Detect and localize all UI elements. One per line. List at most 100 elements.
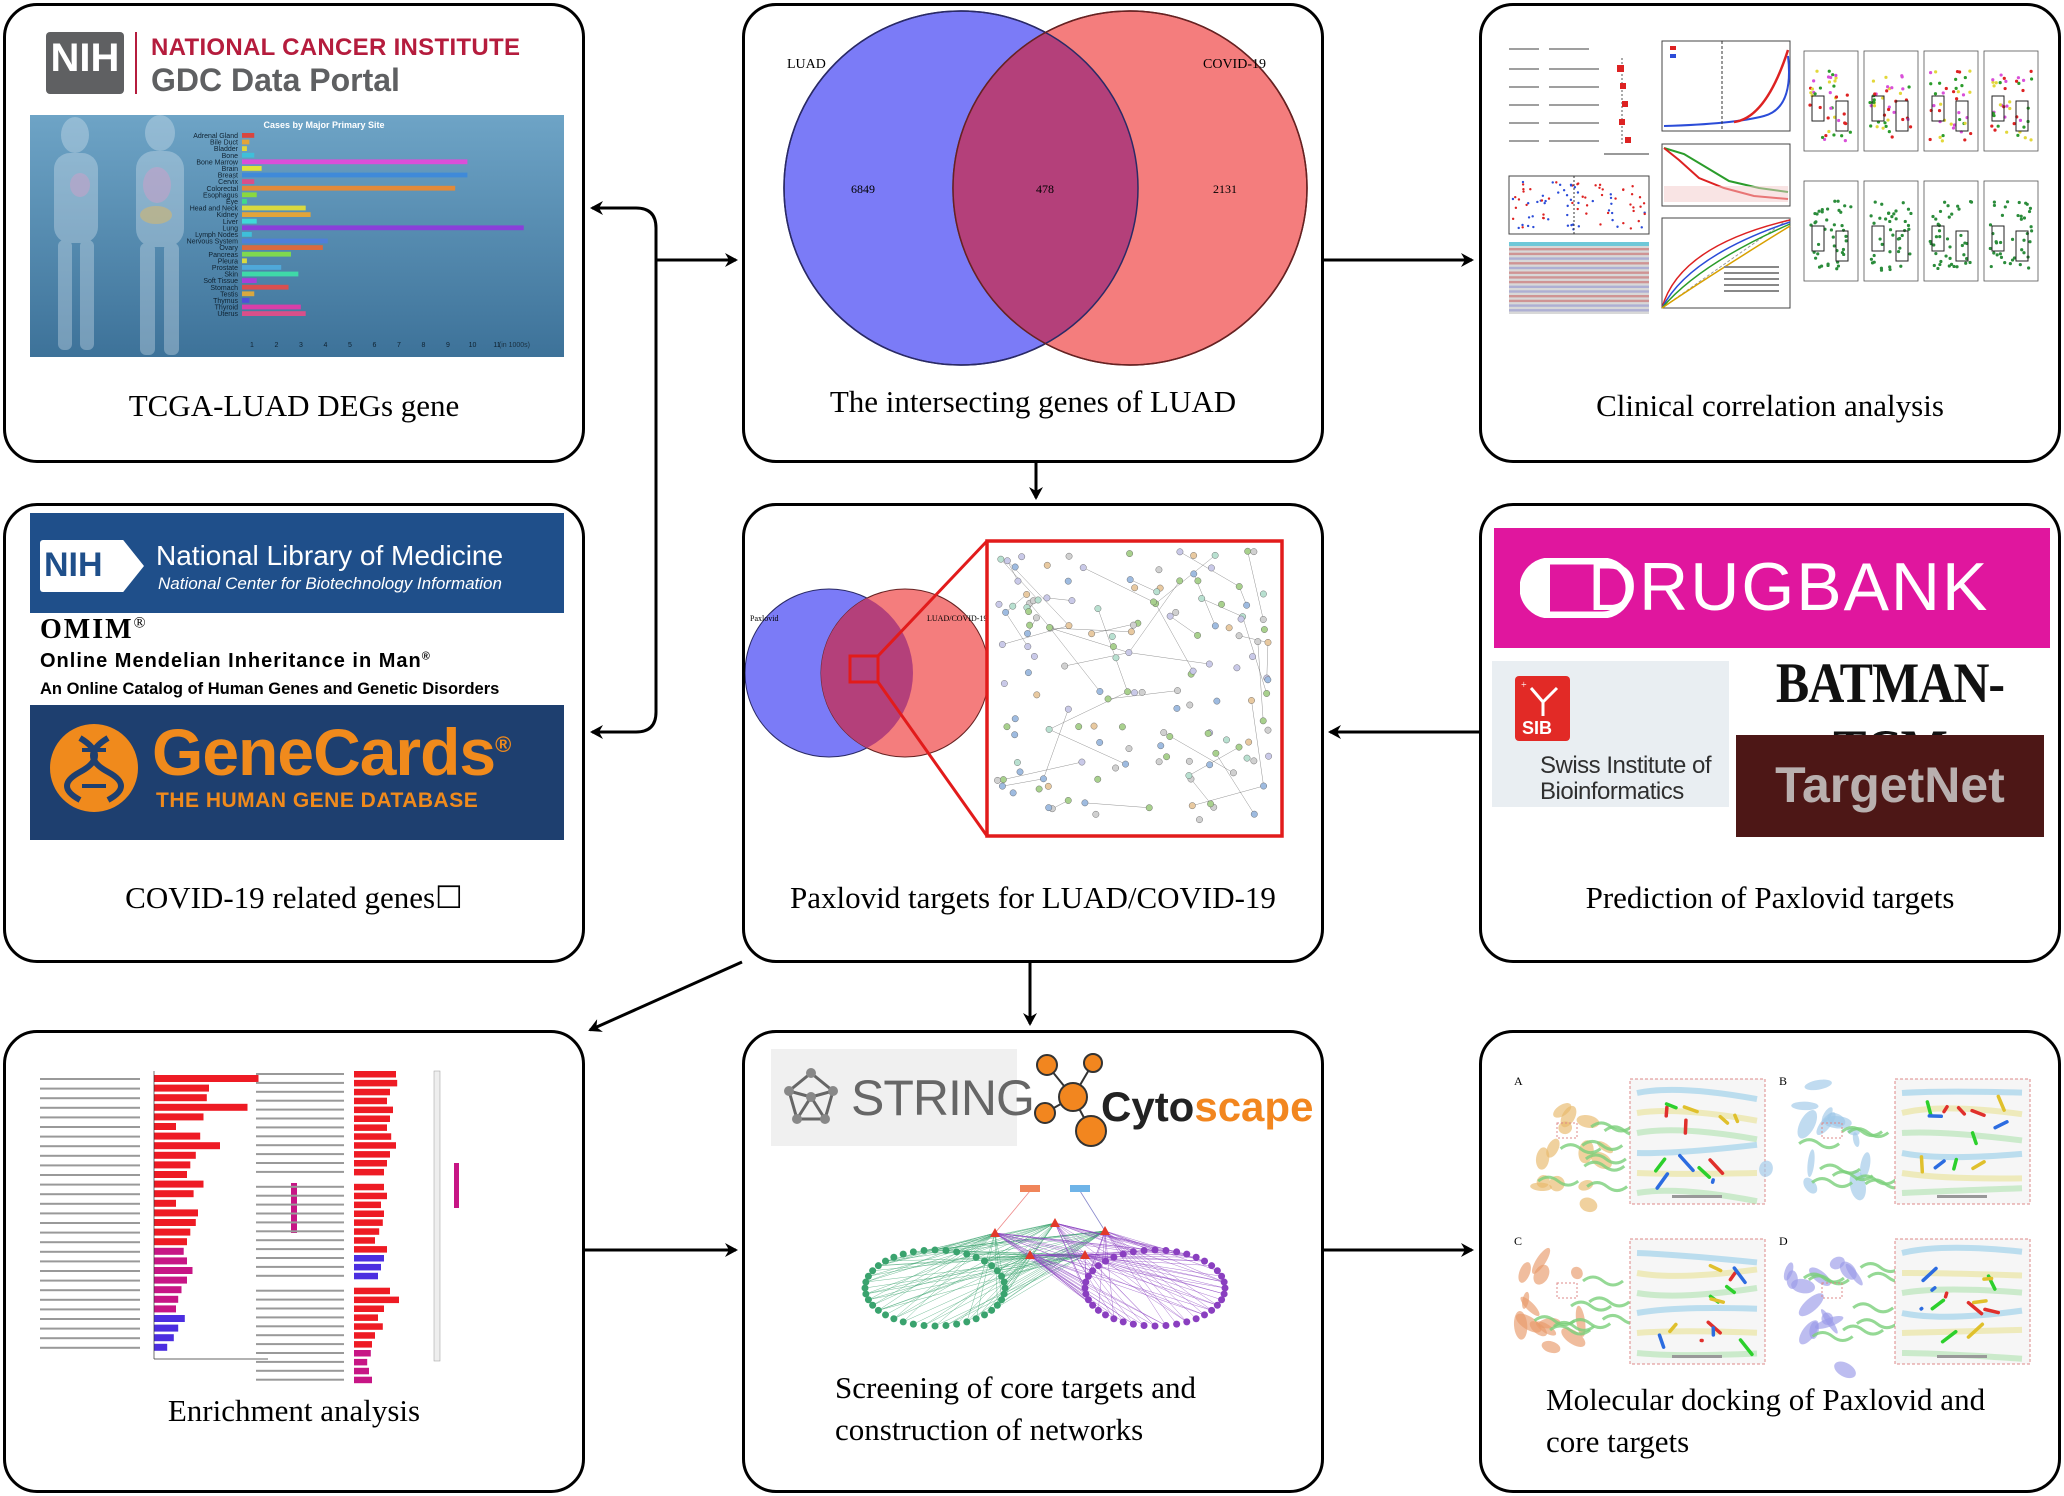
protein-helix [1783, 1262, 1794, 1281]
zoom-ribbon [1901, 1269, 2023, 1279]
boxplot-point [1950, 212, 1954, 216]
paxlovid-venn-label-left: Paxlovid [750, 614, 778, 623]
enrich-term-label [256, 1185, 344, 1188]
heatmap-row [1509, 309, 1649, 312]
enrich-bar [154, 1343, 168, 1351]
enrich-term-label [40, 1289, 140, 1292]
gdc-site-label: Thyroid [215, 305, 238, 312]
scatter-point [1511, 197, 1515, 201]
ppi-node [1061, 662, 1069, 670]
boxplot-point [1837, 208, 1841, 212]
boxplot-point [1999, 73, 2003, 77]
enrich-bar [154, 1103, 248, 1111]
protein-strand [1588, 1296, 1631, 1308]
enrich-term-label [256, 1073, 344, 1075]
boxplot-point [1908, 252, 1912, 256]
ligand-bond [1657, 1333, 1666, 1349]
gdc-site-bar [242, 311, 306, 316]
ppi-node [1035, 785, 1043, 793]
boxplot-point [1872, 104, 1877, 108]
enrich-bar [354, 1192, 387, 1200]
ppi-edge [1239, 635, 1269, 643]
enrich-term-label [256, 1360, 344, 1363]
paxlovid-venn-label-right: LUAD/COVID-19 [927, 614, 987, 623]
gdc-site-bar [242, 265, 282, 270]
ppi-node [1014, 759, 1021, 766]
ppi-node [1248, 697, 1255, 704]
enrich-bar [154, 1190, 194, 1198]
enrich-term-label [256, 1117, 344, 1120]
boxplot-point [1990, 124, 1994, 128]
ppi-node [1138, 689, 1146, 696]
genecards-subtitle: THE HUMAN GENE DATABASE [156, 789, 479, 812]
scatter-point [1526, 202, 1530, 205]
core-edge [878, 1254, 1086, 1311]
gdc-site-label: Stomach [210, 285, 238, 292]
ligand-bond [1709, 1297, 1726, 1304]
core-node-target [1192, 1253, 1200, 1261]
boxplot-point [1834, 76, 1838, 80]
boxplot-point [2023, 136, 2027, 140]
ppi-edge [1163, 732, 1234, 774]
scatter-point [1585, 212, 1588, 215]
arrow-to-tcga [590, 201, 658, 260]
heatmap-row [1509, 285, 1649, 288]
scatter-point [1637, 219, 1640, 223]
scatter-point [1616, 225, 1619, 228]
boxplot-point [1999, 255, 2004, 259]
boxplot-point [1813, 92, 1817, 96]
core-edge [1029, 1254, 1086, 1283]
boxplot-box [1871, 95, 1885, 122]
omim-reg: ® [133, 614, 148, 632]
scatter-point [1570, 223, 1573, 227]
protein-helix [1531, 1247, 1551, 1274]
ppi-edge [1155, 603, 1194, 672]
protein-strand [1841, 1126, 1884, 1138]
core-edge [994, 1232, 1087, 1295]
protein-strand [1559, 1143, 1602, 1155]
core-node-target [1140, 1322, 1148, 1330]
boxplot-point [1998, 81, 2002, 85]
boxplot-point [1868, 100, 1872, 105]
ppi-node [1009, 789, 1017, 797]
venn-label-luad: LUAD [787, 57, 826, 72]
ligand-bond [1940, 1329, 1958, 1344]
ppi-node [1043, 561, 1051, 569]
core-edge [1084, 1254, 1187, 1323]
scatter-point [1543, 201, 1546, 205]
enrich-term-label [40, 1327, 140, 1330]
boxplot-point [2012, 122, 2016, 126]
boxplot-point [1898, 246, 1902, 250]
ppi-node [997, 555, 1005, 563]
enrich-term-label [40, 1222, 140, 1224]
ppi-node [1043, 594, 1051, 602]
scatter-point [1517, 226, 1520, 230]
boxplot-point [1968, 69, 1972, 73]
ppi-node [1185, 772, 1193, 779]
boxplot-point [1938, 235, 1942, 239]
string-title: STRING [851, 1070, 1035, 1126]
ppi-edge [1050, 627, 1132, 632]
boxplot-point [1888, 250, 1892, 254]
boxplot-point [1872, 221, 1876, 225]
ligand-bond [1678, 1153, 1695, 1173]
enrich-term-label [256, 1298, 344, 1301]
ppi-node [1045, 804, 1053, 812]
protein-helix [1549, 1175, 1565, 1192]
boxplot-point [1998, 252, 2002, 256]
boxplot-point [2030, 229, 2034, 233]
boxplot-point [1891, 233, 1895, 237]
scatter-point [1594, 184, 1597, 187]
heatmap-row [1509, 266, 1649, 270]
scatter-point [1632, 206, 1635, 209]
core-node-target [963, 1250, 971, 1258]
boxplot-point [1949, 122, 1953, 126]
boxplot-point [2022, 216, 2027, 220]
boxplot-point [1991, 78, 1995, 82]
boxplot-point [1840, 250, 1845, 255]
drugbank-banner [1494, 528, 2050, 648]
ligand-bond [1733, 1113, 1740, 1124]
core-edge [945, 1232, 996, 1251]
ppi-edge [1257, 641, 1264, 721]
ppi-node [1044, 782, 1052, 790]
